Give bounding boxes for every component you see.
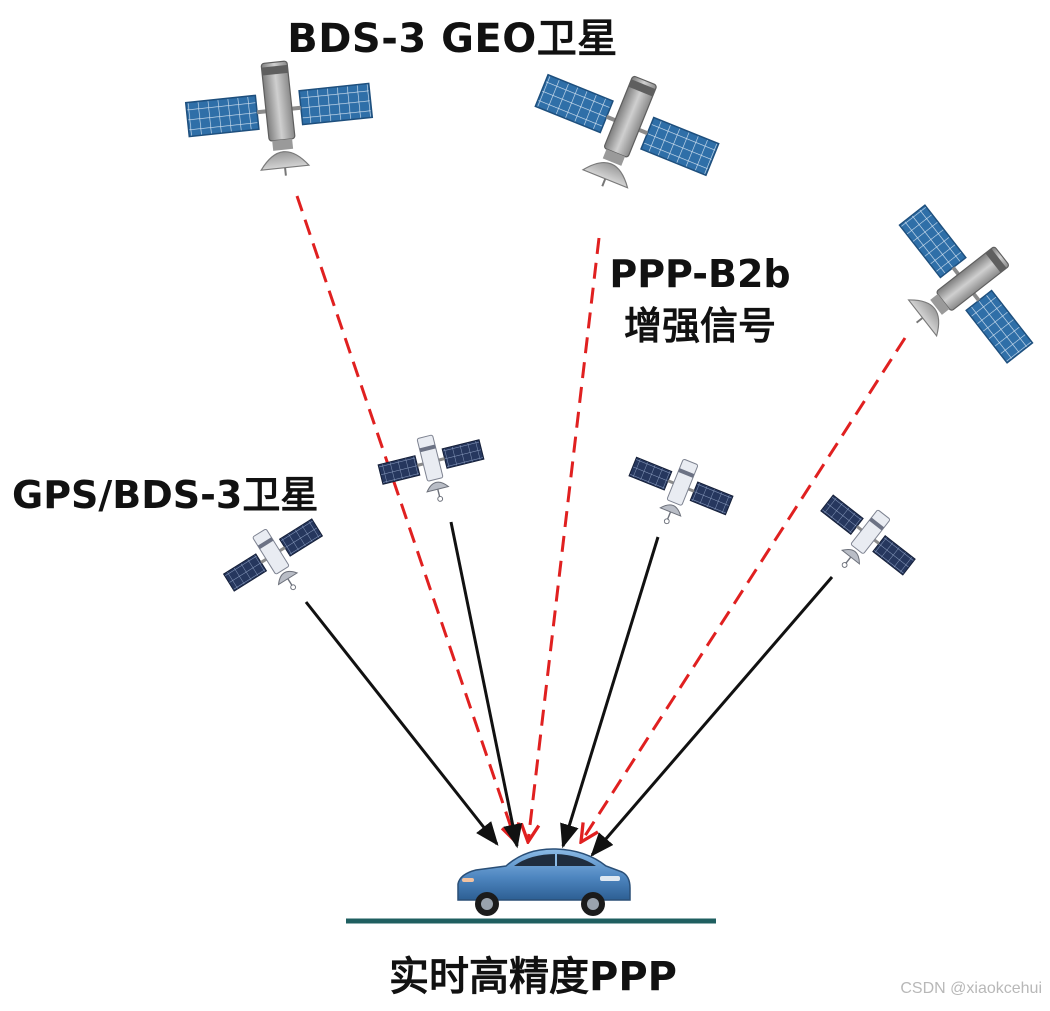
geo-links: [295, 195, 907, 842]
geo-link: [581, 337, 907, 842]
signal-label-line2: 增强信号: [623, 304, 776, 348]
satellite-icon: [801, 481, 926, 600]
watermark: CSDN @xiaokcehui: [900, 980, 1042, 997]
signal-label: PPP-B2b 增强信号: [560, 248, 840, 352]
satellite-icon: [515, 45, 732, 222]
nav-link: [590, 576, 834, 857]
nav-link: [304, 601, 499, 846]
nav-satellites: [214, 423, 926, 618]
nav-link: [449, 521, 523, 849]
geo-link: [295, 195, 516, 842]
satellite-icon: [214, 504, 340, 618]
nav-links: [304, 521, 834, 857]
signal-label-line1: PPP-B2b: [609, 252, 791, 296]
geo-satellites-label: BDS-3 GEO卫星: [287, 16, 618, 62]
nav-satellites-label: GPS/BDS-3卫星: [12, 473, 319, 517]
satellite-icon: [616, 441, 740, 544]
nav-link: [560, 536, 660, 849]
satellite-icon: [181, 51, 379, 187]
car-icon: [457, 848, 631, 916]
receiver-label: 实时高精度PPP: [389, 954, 677, 1000]
satellite-icon: [373, 423, 492, 515]
geo-link: [528, 237, 601, 842]
